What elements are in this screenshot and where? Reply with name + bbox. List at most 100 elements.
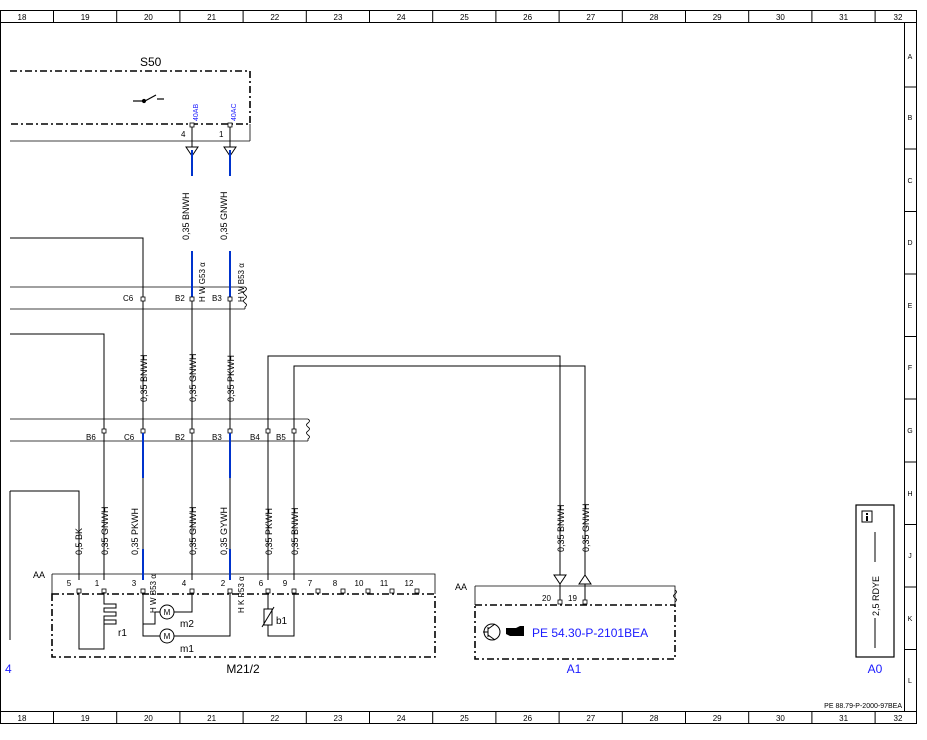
conn-lower-b3: B3 <box>212 433 222 442</box>
column-label-18: 18 <box>18 714 27 723</box>
s50-ref-40ab[interactable]: 40AB <box>193 104 200 121</box>
column-label-22: 22 <box>270 13 279 22</box>
column-label-30: 30 <box>776 714 785 723</box>
m21-pin-10: 10 <box>355 579 364 588</box>
shield-lower-left: H W B53 α <box>149 574 158 613</box>
conn-upper-c6: C6 <box>123 294 134 303</box>
column-label-27: 27 <box>586 13 595 22</box>
row-label-B: B <box>908 115 913 122</box>
column-label-28: 28 <box>650 13 659 22</box>
row-label-H: H <box>907 491 912 498</box>
a0-label[interactable]: A0 <box>868 662 883 676</box>
row-label-K: K <box>908 616 913 623</box>
wire-low-b2: 0,35 GNWH <box>188 506 198 555</box>
column-label-32: 32 <box>894 13 903 22</box>
row-label-D: D <box>907 240 912 247</box>
column-label-31: 31 <box>839 13 848 22</box>
conn-lower-c6: C6 <box>124 433 135 442</box>
motor-m2-icon: M <box>159 604 175 620</box>
m21-pin-stub <box>365 588 371 594</box>
s50-pin-4-label: 4 <box>181 130 186 139</box>
column-label-24: 24 <box>397 714 406 723</box>
info-icon <box>861 510 873 523</box>
m21-pin-11: 11 <box>380 579 389 588</box>
m21-pin-stub <box>291 588 297 594</box>
column-label-19: 19 <box>81 714 90 723</box>
m21-pin-2: 2 <box>221 579 226 588</box>
column-label-26: 26 <box>523 13 532 22</box>
a1-pin-20-arrow-icon <box>553 574 567 585</box>
shield-upper-right: H W B53 α <box>237 263 246 302</box>
shield-upper-left: H W G53 α <box>198 262 207 302</box>
upper-harness: H W G53 α H W B53 α C6 B2 B3 0,35 BNWH 0… <box>10 237 247 429</box>
conn-lower-b4: B4 <box>250 433 260 442</box>
wire-s50-1: 0,35 GNWH <box>219 191 229 240</box>
m21-pin-stub <box>340 588 346 594</box>
s50-pin-1-label: 1 <box>219 130 224 139</box>
m21-pin-stub <box>389 588 395 594</box>
wire-low-b6: 0,35 GNWH <box>100 506 110 555</box>
m21-pin-5: 5 <box>67 579 72 588</box>
s50-pin-1 <box>227 122 233 128</box>
lower-harness: B6 C6 B2 B3 B4 B5 0,5 BK 0,35 GNWH 0,35 … <box>9 333 591 640</box>
column-label-29: 29 <box>713 714 722 723</box>
frame-border <box>0 10 917 724</box>
transistor-icon <box>483 623 501 641</box>
row-label-A: A <box>908 54 913 61</box>
m21-pin-1: 1 <box>95 579 100 588</box>
a1-ref-link[interactable]: PE 54.30-P-2101BEA <box>532 626 648 640</box>
column-label-32: 32 <box>894 714 903 723</box>
component-a0: 2,5 RDYE A0 <box>855 504 895 676</box>
a1-pin-19-arrow-icon <box>578 574 592 585</box>
row-label-L: L <box>908 678 912 685</box>
conn-upper-b3: B3 <box>212 294 222 303</box>
wire-mid-b3: 0,35 PKWH <box>226 355 236 402</box>
column-label-23: 23 <box>334 714 343 723</box>
column-label-26: 26 <box>523 714 532 723</box>
conn-lower-b6: B6 <box>86 433 96 442</box>
m21-pin-4: 4 <box>182 579 187 588</box>
column-label-23: 23 <box>334 13 343 22</box>
a1-pin-20: 20 <box>542 594 551 603</box>
m21-pin-stub <box>227 588 233 594</box>
m21-connector-aa: AA <box>33 570 45 580</box>
shield-lower-right: H K P53 α <box>237 576 246 613</box>
column-label-24: 24 <box>397 13 406 22</box>
column-label-29: 29 <box>713 13 722 22</box>
m21-r1-label: r1 <box>118 628 127 639</box>
m21-pin-7: 7 <box>308 579 313 588</box>
partial-ref-label[interactable]: 4 <box>5 662 12 676</box>
column-label-20: 20 <box>144 714 153 723</box>
column-label-25: 25 <box>460 714 469 723</box>
wire-low-bk: 0,5 BK <box>74 528 84 555</box>
switch-icon <box>133 94 164 104</box>
svg-text:M: M <box>164 608 171 617</box>
frame <box>0 10 917 724</box>
column-label-18: 18 <box>18 13 27 22</box>
m21-pin-12: 12 <box>405 579 414 588</box>
document-code: PE 88.79-P-2000-97BEA <box>824 703 902 710</box>
m21-pin-stub <box>315 588 321 594</box>
column-label-20: 20 <box>144 13 153 22</box>
row-label-C: C <box>907 178 912 185</box>
a1-label[interactable]: A1 <box>567 662 582 676</box>
wire-mid-c6: 0,35 BNWH <box>139 354 149 402</box>
m21-pin-9: 9 <box>283 579 288 588</box>
m21-m1-label: m1 <box>180 644 194 655</box>
column-ticks <box>53 10 876 724</box>
row-label-G: G <box>907 428 912 435</box>
motor-m1-icon: M <box>159 628 175 644</box>
resistor-r1-icon <box>103 592 117 625</box>
column-label-21: 21 <box>207 714 216 723</box>
conn-upper-b2: B2 <box>175 294 185 303</box>
m21-pin-stub <box>140 588 146 594</box>
row-ticks <box>904 86 917 650</box>
switch-s50: S50 4 1 40AB 40AC 0,35 BNWH 0,35 GNWH <box>10 55 251 240</box>
m21-pin-stub <box>414 588 420 594</box>
s50-ref-40ac[interactable]: 40AC <box>231 103 238 121</box>
wire-low-b3: 0,35 GYWH <box>219 507 229 555</box>
m21-pin-stub <box>189 588 195 594</box>
